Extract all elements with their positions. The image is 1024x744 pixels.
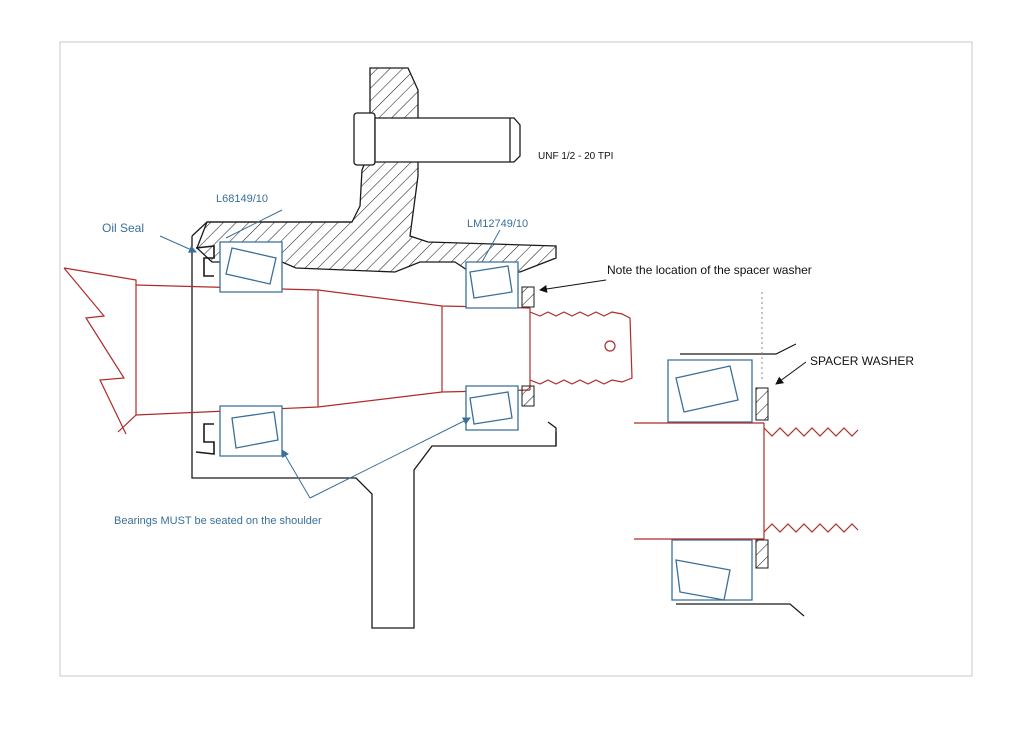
bearing-inner-bottom [219, 405, 283, 457]
detail-spacer-washer-bottom [755, 539, 769, 569]
outer-bearing-label: LM12749/10 [467, 218, 528, 230]
detail-spacer-washer-top [755, 387, 769, 421]
sheet-frame [59, 41, 973, 677]
inner-bearing-label: L68149/10 [216, 193, 268, 205]
spacer-washer-bottom [521, 385, 535, 407]
wheel-stud [353, 112, 521, 166]
spacer-washer-label: SPACER WASHER [810, 354, 914, 368]
spacer-note-label: Note the location of the spacer washer [607, 263, 812, 277]
oil-seal-label: Oil Seal [102, 221, 144, 235]
oil-seal-top [195, 245, 215, 277]
hub-flange-section [196, 67, 557, 273]
detail-view [634, 343, 859, 617]
bearing-outer-bottom [465, 385, 519, 431]
bearings-note-label: Bearings MUST be seated on the shoulder [114, 515, 322, 527]
oil-seal-bottom [195, 423, 215, 455]
thread-spec-label: UNF 1/2 - 20 TPI [538, 151, 613, 162]
bearing-outer-top [465, 261, 519, 309]
leader-lines [159, 209, 807, 499]
spacer-washer-top [521, 286, 535, 308]
spindle [63, 267, 633, 435]
bearing-inner-top [219, 241, 283, 293]
